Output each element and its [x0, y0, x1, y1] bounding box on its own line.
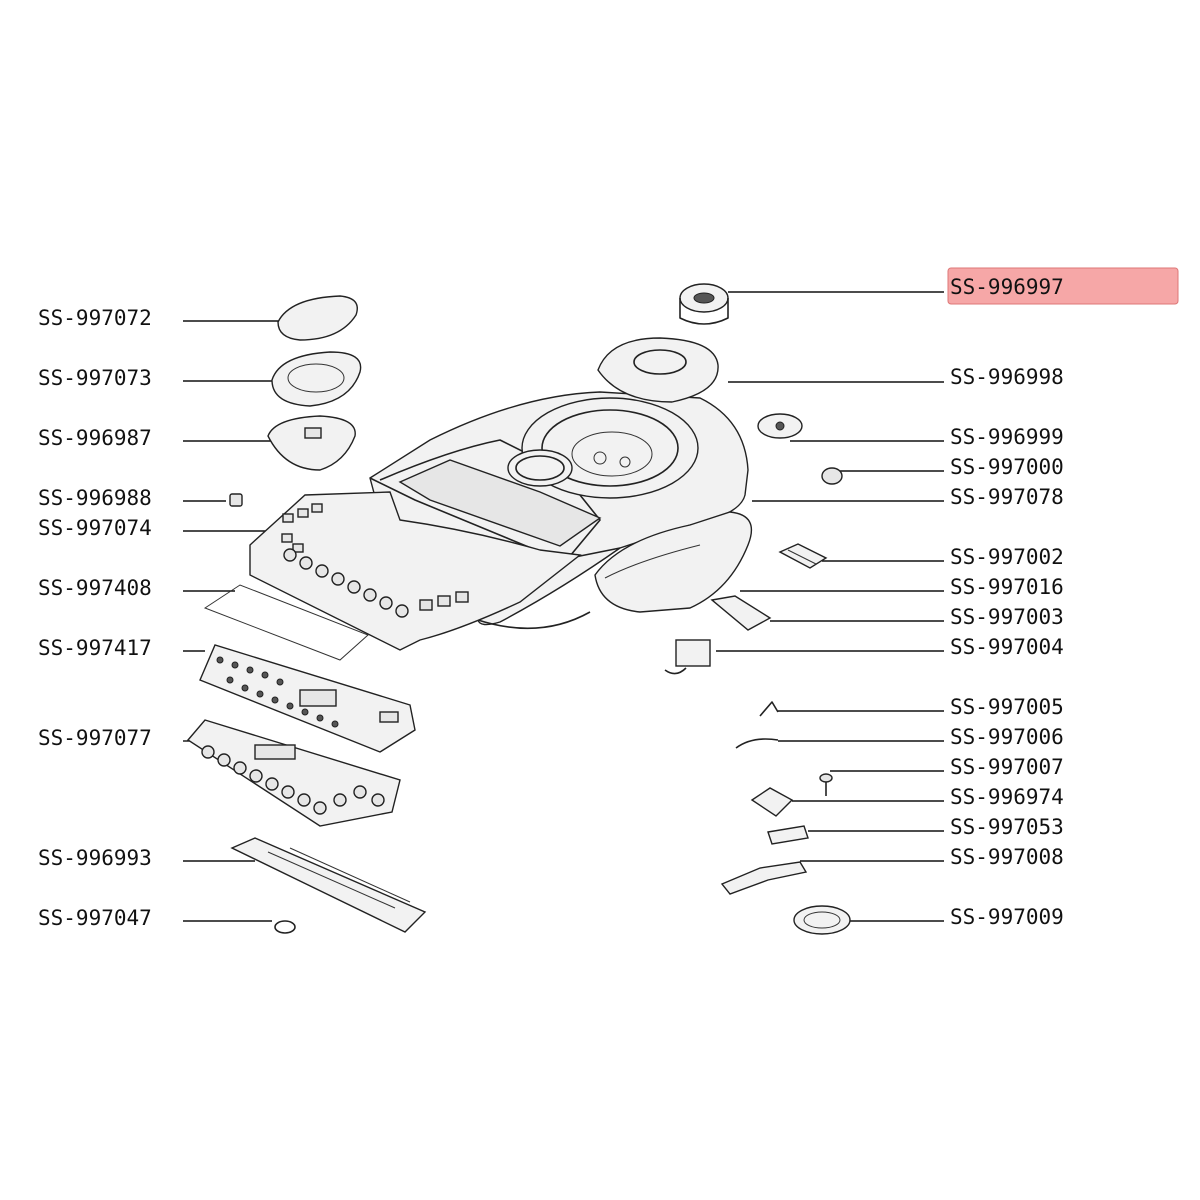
selected-part-highlight	[947, 267, 1179, 305]
steam-valve-drawing	[679, 283, 729, 325]
control-panel-drawing	[249, 491, 582, 651]
bottom-plate-drawing	[230, 837, 427, 933]
part-label-ss-997009[interactable]: SS-997009	[950, 905, 1064, 929]
part-label-ss-996993[interactable]: SS-996993	[38, 846, 152, 870]
part-label-ss-997000[interactable]: SS-997000	[950, 455, 1064, 479]
right-labels: SS-996997 SS-996998 SS-996999 SS-997000 …	[950, 275, 1064, 929]
part-label-ss-997078[interactable]: SS-997078	[950, 485, 1064, 509]
part-label-ss-997007[interactable]: SS-997007	[950, 755, 1064, 779]
heating-element-drawing	[793, 905, 851, 935]
part-label-ss-997417[interactable]: SS-997417	[38, 636, 152, 660]
part-label-ss-997053[interactable]: SS-997053	[950, 815, 1064, 839]
part-label-ss-997005[interactable]: SS-997005	[950, 695, 1064, 719]
part-label-ss-997002[interactable]: SS-997002	[950, 545, 1064, 569]
part-label-ss-996998[interactable]: SS-996998	[950, 365, 1064, 389]
thermal-pad-drawing	[767, 825, 809, 845]
part-label-ss-996988[interactable]: SS-996988	[38, 486, 152, 510]
heater-tube-drawing	[720, 861, 808, 895]
button-carrier-drawing	[186, 719, 401, 827]
lid-cover-drawing	[597, 337, 719, 403]
pcb-board-drawing	[199, 644, 416, 753]
part-label-ss-997408[interactable]: SS-997408	[38, 576, 152, 600]
sensor-drawing	[710, 595, 772, 631]
part-label-ss-996974[interactable]: SS-996974	[950, 785, 1064, 809]
leader-lines	[183, 291, 944, 922]
part-label-ss-997047[interactable]: SS-997047	[38, 906, 152, 930]
bracket-drawing	[267, 415, 356, 471]
part-label-ss-996997[interactable]: SS-996997	[950, 275, 1064, 299]
part-label-ss-997006[interactable]: SS-997006	[950, 725, 1064, 749]
part-label-ss-997016[interactable]: SS-997016	[950, 575, 1064, 599]
screw-drawing	[819, 773, 833, 796]
membrane-sheet-drawing	[203, 584, 369, 661]
bezel-drawing	[271, 351, 362, 407]
switch-housing-drawing	[750, 787, 794, 817]
part-label-ss-996999[interactable]: SS-996999	[950, 425, 1064, 449]
clip-drawing	[759, 701, 779, 717]
gasket-ring-drawing	[274, 920, 296, 934]
part-label-ss-996987[interactable]: SS-996987	[38, 426, 152, 450]
part-label-ss-997003[interactable]: SS-997003	[950, 605, 1064, 629]
solenoid-drawing	[664, 639, 711, 675]
nut-drawing	[229, 493, 243, 507]
connector-block-drawing	[778, 543, 828, 569]
cable-drawing	[735, 738, 779, 749]
side-panel-drawing	[594, 511, 753, 613]
part-label-ss-997008[interactable]: SS-997008	[950, 845, 1064, 869]
valve-disc-drawing	[757, 413, 803, 439]
part-label-ss-997073[interactable]: SS-997073	[38, 366, 152, 390]
left-labels: SS-997072 SS-997073 SS-996987 SS-996988 …	[38, 306, 152, 930]
top-cap-drawing	[277, 295, 358, 341]
part-label-ss-997004[interactable]: SS-997004	[950, 635, 1064, 659]
part-label-ss-997072[interactable]: SS-997072	[38, 306, 152, 330]
part-label-ss-997077[interactable]: SS-997077	[38, 726, 152, 750]
plug-drawing	[821, 467, 843, 485]
part-label-ss-997074[interactable]: SS-997074	[38, 516, 152, 540]
